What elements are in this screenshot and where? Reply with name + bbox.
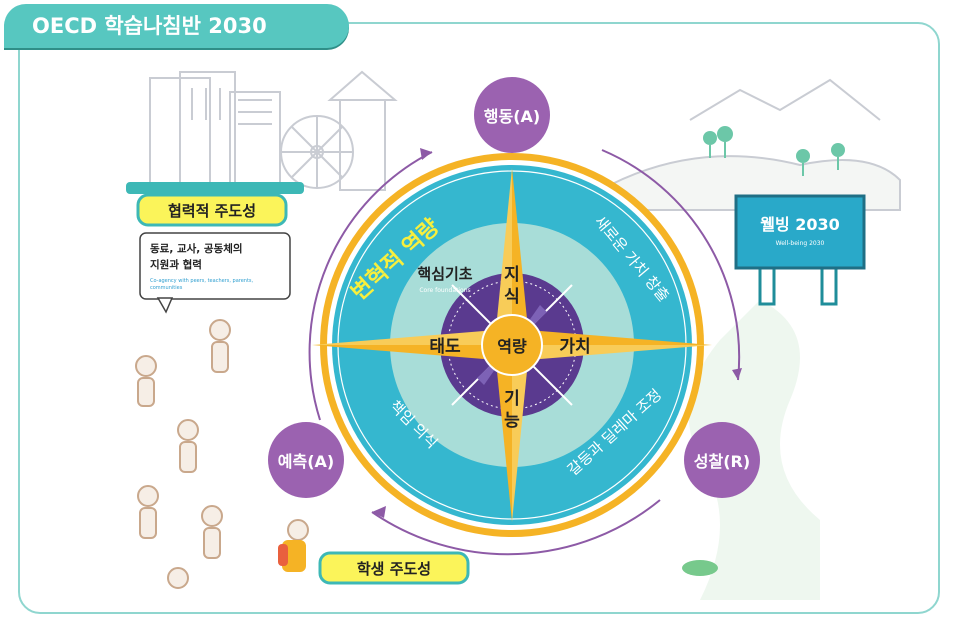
east-label: 가치 xyxy=(559,337,590,357)
west-label: 태도 xyxy=(429,337,461,357)
core-foundation-sub: Core foundations xyxy=(419,287,470,294)
wellbeing-title: 웰빙 2030 xyxy=(760,215,840,234)
south-point xyxy=(512,345,528,522)
city-background xyxy=(149,70,398,193)
student-label: 학생 주도성 xyxy=(357,560,431,578)
south-label-char2: 능 xyxy=(504,411,520,431)
cycle-arrows xyxy=(308,148,742,556)
north-label-char2: 식 xyxy=(504,287,520,307)
south-label-char1: 기 xyxy=(504,389,520,409)
left-node-circle xyxy=(268,422,344,498)
bush xyxy=(682,560,718,576)
collab-sub-line2: communities xyxy=(150,285,183,291)
top-node-circle xyxy=(474,77,550,153)
tram xyxy=(126,182,304,194)
people-figures xyxy=(135,319,231,589)
hills-background xyxy=(609,78,901,211)
center-label: 역량 xyxy=(497,337,527,356)
compass xyxy=(312,153,712,537)
student-agency-box xyxy=(318,551,470,585)
wellbeing-billboard xyxy=(734,194,866,306)
core-foundation-label: 핵심기초 xyxy=(417,265,472,283)
wellbeing-sub: Well-being 2030 xyxy=(776,240,825,247)
collaborative-agency xyxy=(136,193,291,314)
top-node-label: 행동(A) xyxy=(484,107,540,126)
west-point xyxy=(312,330,512,345)
collab-label: 협력적 주도성 xyxy=(168,202,256,220)
center-circle xyxy=(481,314,543,376)
north-label-char1: 지 xyxy=(504,265,520,285)
left-node-label: 예측(A) xyxy=(278,452,334,471)
right-node-circle xyxy=(684,422,760,498)
page-title: OECD 학습나침반 2030 xyxy=(4,4,349,48)
north-point xyxy=(512,168,528,345)
east-point xyxy=(512,330,712,345)
right-node-label: 성찰(R) xyxy=(694,452,750,471)
collab-text-line1: 동료, 교사, 공동체의 xyxy=(150,242,243,255)
collab-sub-line1: Co-agency with peers, teachers, parents, xyxy=(150,278,254,284)
collab-text-line2: 지원과 협력 xyxy=(150,258,202,271)
student-figure xyxy=(278,519,309,572)
